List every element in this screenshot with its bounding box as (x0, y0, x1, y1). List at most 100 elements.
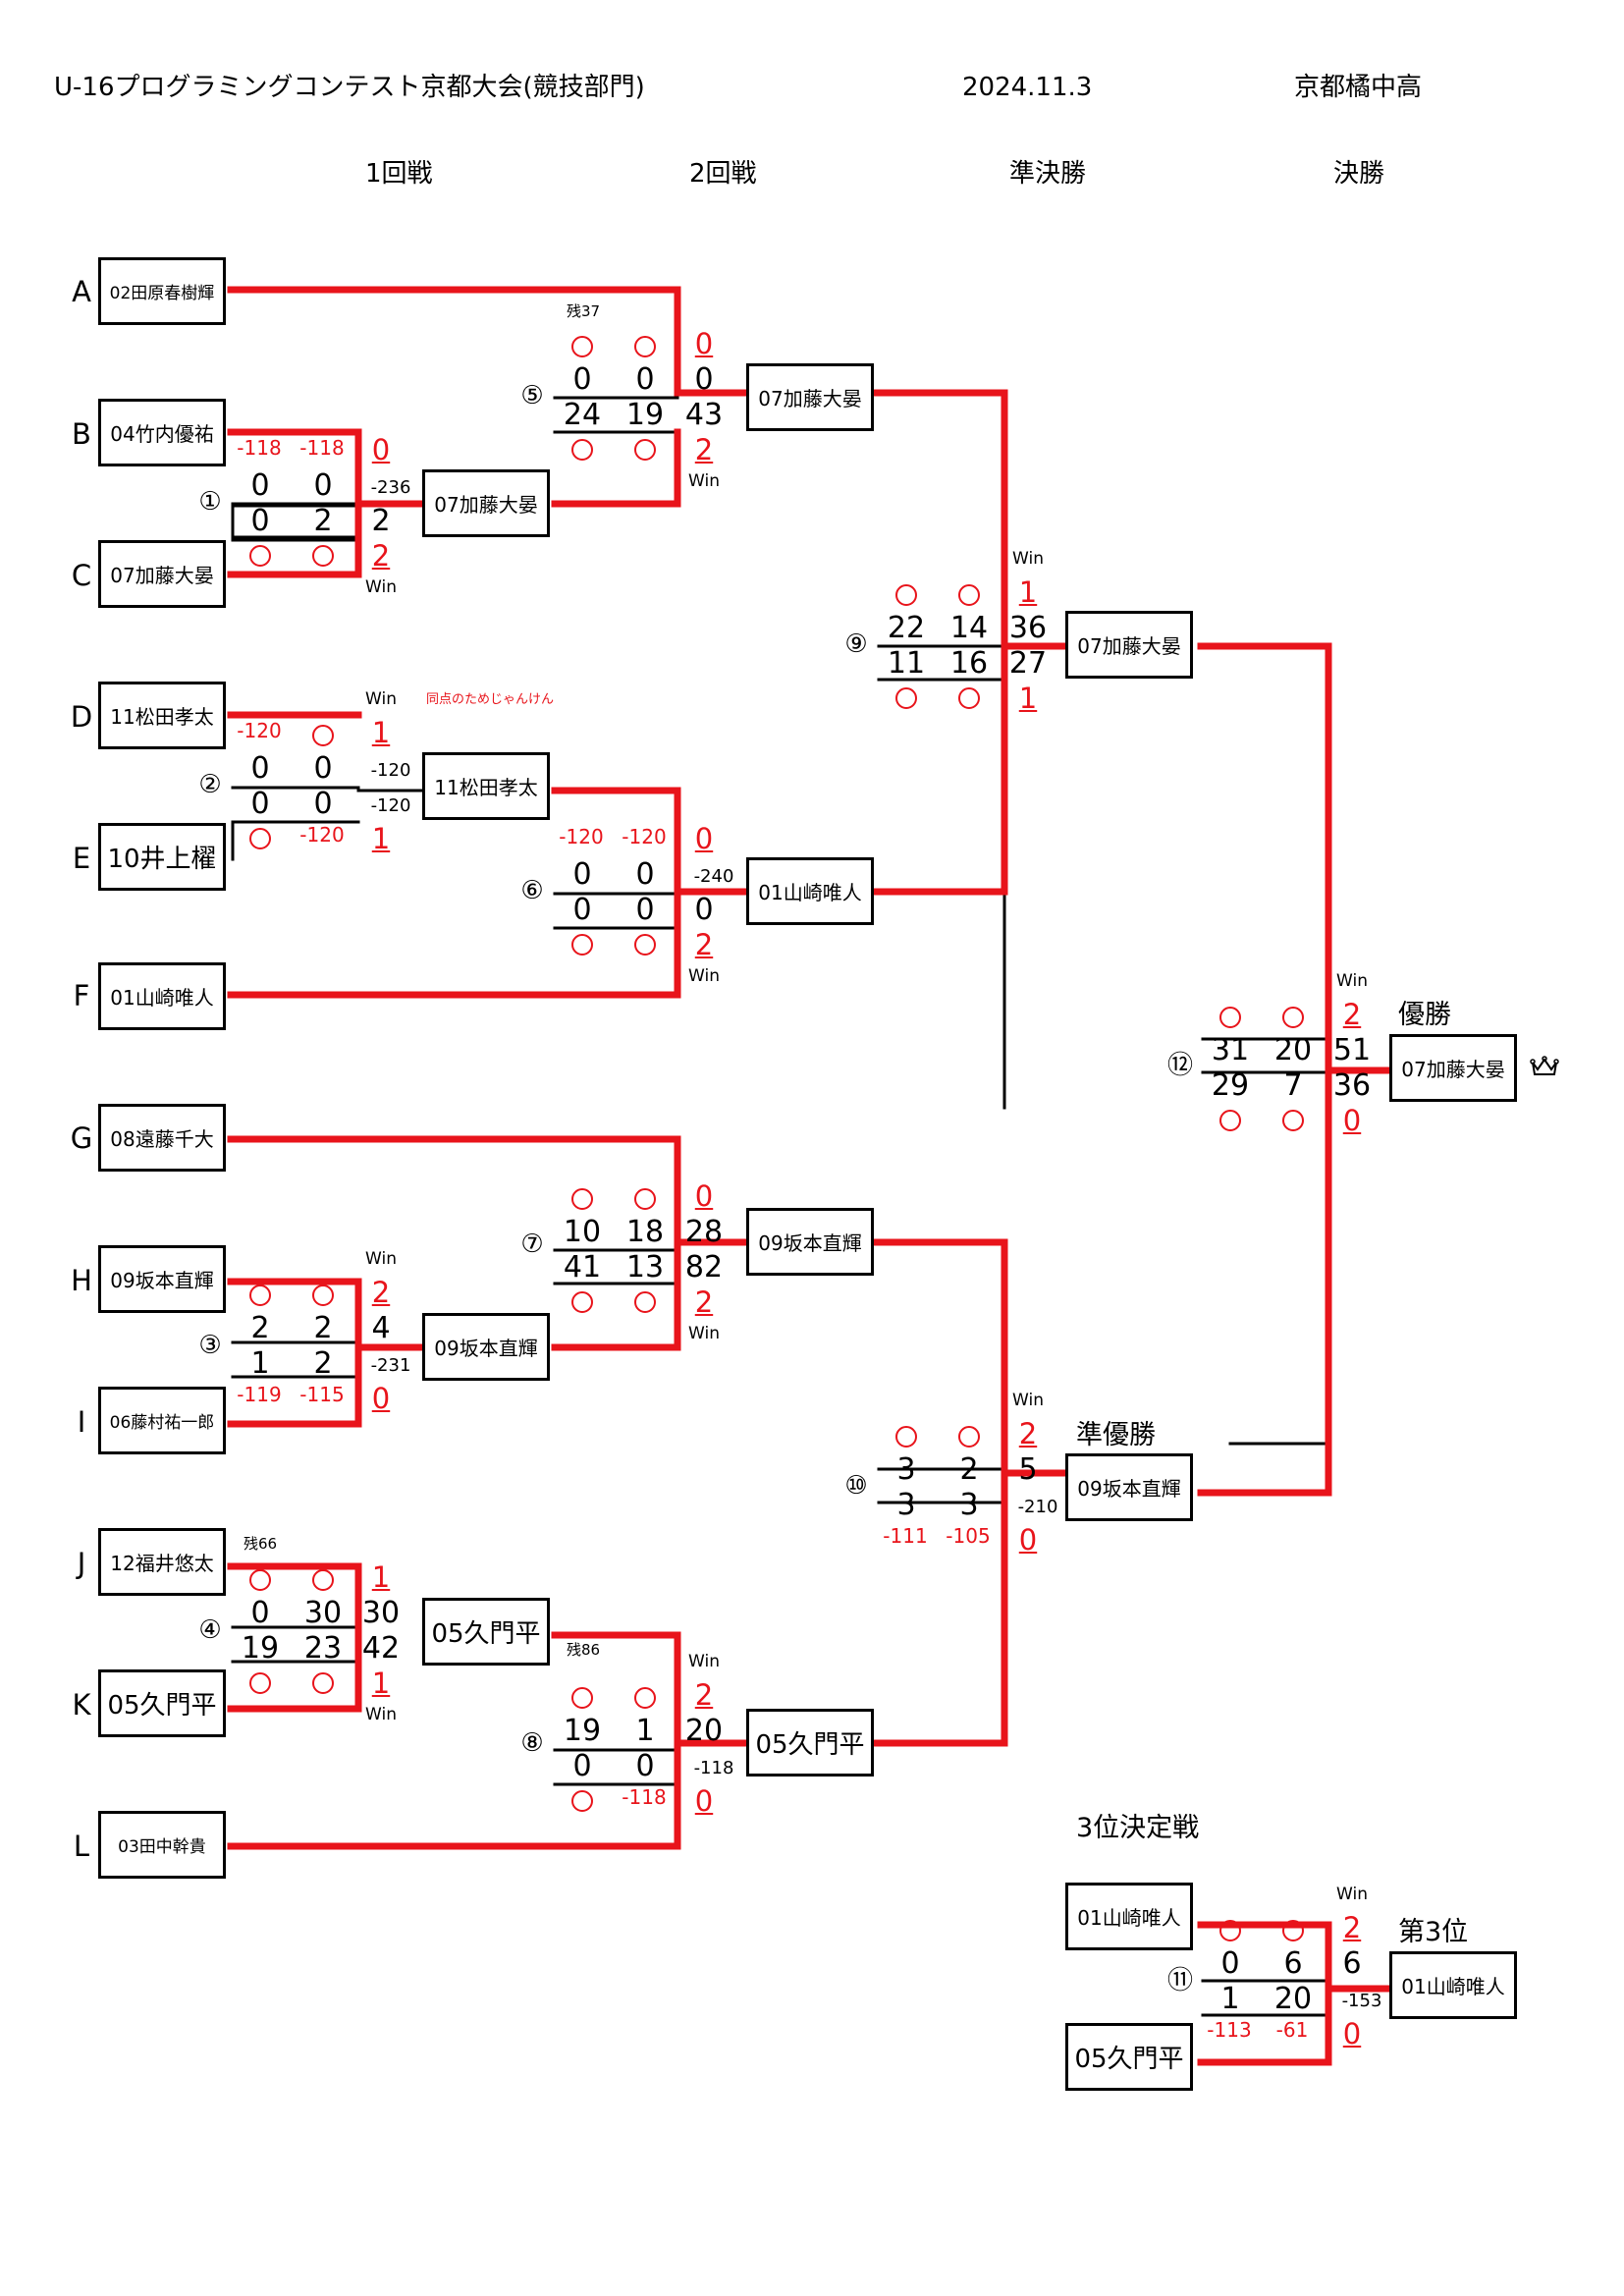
m8-win-label: Win (688, 1652, 720, 1671)
seed-letter-e: E (72, 842, 91, 875)
m4-total-bottom: 42 (361, 1631, 401, 1666)
m5-bottom-score-1: 24 (563, 398, 602, 432)
seed-letter-l: L (73, 1830, 90, 1863)
m10-total-top: 5 (1018, 1452, 1038, 1487)
m9-bottom-circle-1 (895, 687, 917, 709)
m9-win-label: Win (1012, 549, 1044, 569)
m1-win-label: Win (365, 577, 397, 597)
m11-total-bottom: -153 (1341, 1991, 1382, 2011)
m12-top-score-2: 20 (1273, 1033, 1313, 1067)
m7-bottom-circle-2 (634, 1291, 656, 1313)
m2-bottom-circle-1 (249, 828, 271, 849)
remain-note-37: 残37 (567, 302, 601, 320)
event-venue: 京都橘中高 (1294, 73, 1423, 102)
m9-top-score-1: 22 (887, 611, 926, 645)
m8-top-score-2: 1 (635, 1714, 655, 1748)
m7-bottom-score-2: 13 (625, 1250, 665, 1285)
m4-top-score-1: 0 (250, 1596, 270, 1630)
entrant-c: 07加藤大晏 (98, 540, 226, 608)
m1-top-penalty-1: -118 (237, 436, 282, 460)
entrant-k: 05久門平 (98, 1669, 226, 1737)
m5-bottom-circle-1 (571, 439, 593, 461)
m4-bottom-circle-1 (249, 1672, 271, 1694)
m5-bottom-circle-2 (634, 439, 656, 461)
m5-bottom-score-2: 19 (625, 398, 665, 432)
entrant-b: 04竹内優祐 (98, 399, 226, 466)
entrant-h: 09坂本直輝 (98, 1245, 226, 1313)
seed-letter-k: K (72, 1688, 91, 1722)
winner-match-9: 07加藤大晏 (1065, 611, 1193, 679)
m1-bottom-score-1: 0 (250, 504, 270, 538)
m12-bottom-circle-1 (1219, 1110, 1241, 1131)
m9-top-circle-1 (895, 584, 917, 606)
m9-points-top: 1 (1018, 575, 1038, 609)
m12-total-bottom: 36 (1332, 1068, 1372, 1103)
semifinal-label: 準決勝 (1009, 159, 1087, 189)
m8-bottom-penalty: -118 (622, 1785, 667, 1809)
m3-bottom-penalty-2: -115 (299, 1383, 345, 1406)
m12-win-label: Win (1336, 971, 1368, 991)
m6-top-score-2: 0 (635, 857, 655, 892)
m7-points-top: 0 (694, 1179, 714, 1213)
crown-icon (1530, 1056, 1559, 1075)
m11-top-circle-1 (1219, 1920, 1241, 1941)
m10-points-bottom: 0 (1018, 1523, 1038, 1557)
m9-total-top: 36 (1008, 611, 1048, 645)
third-place-match-title: 3位決定戦 (1076, 1813, 1200, 1843)
remain-note-86: 残86 (567, 1641, 601, 1659)
entrant-l: 03田中幹貴 (98, 1811, 226, 1879)
m9-top-score-2: 14 (949, 611, 989, 645)
janken-note: 同点のためじゃんけん (426, 692, 555, 707)
m10-top-circle-2 (958, 1426, 980, 1448)
m1-top-penalty-2: -118 (299, 436, 345, 460)
m3-win-label: Win (365, 1249, 397, 1269)
m5-win-label: Win (688, 471, 720, 491)
m7-bottom-circle-1 (571, 1291, 593, 1313)
remain-note-66: 残66 (244, 1535, 278, 1553)
m12-top-score-1: 31 (1211, 1033, 1250, 1067)
m6-bottom-score-1: 0 (572, 893, 592, 927)
m7-total-top: 28 (684, 1215, 724, 1249)
entrant-g: 08遠藤千大 (98, 1104, 226, 1172)
m8-top-circle-2 (634, 1687, 656, 1709)
m7-win-label: Win (688, 1324, 720, 1343)
m5-points-bottom: 2 (694, 433, 714, 466)
m3-bottom-penalty-1: -119 (237, 1383, 282, 1406)
m4-points-top: 1 (371, 1560, 391, 1594)
m4-bottom-circle-2 (312, 1672, 334, 1694)
m3-top-score-1: 2 (250, 1311, 270, 1345)
seed-letter-i: I (77, 1405, 86, 1439)
entrant-a: 02田原春樹輝 (98, 257, 226, 325)
m5-total-bottom: 43 (684, 398, 724, 432)
seed-letter-f: F (73, 979, 90, 1012)
m2-top-circle-2 (312, 725, 334, 746)
m9-bottom-score-1: 11 (887, 646, 926, 681)
m6-total-bottom: 0 (694, 893, 714, 927)
m8-top-circle-1 (571, 1687, 593, 1709)
m9-total-bottom: 27 (1008, 646, 1048, 681)
m9-bottom-circle-2 (958, 687, 980, 709)
winner-match-10: 09坂本直輝 (1065, 1453, 1193, 1521)
m10-top-score-2: 2 (959, 1452, 979, 1487)
m2-points-top: 1 (371, 716, 391, 749)
m4-top-circle-1 (249, 1569, 271, 1591)
m7-points-bottom: 2 (694, 1285, 714, 1319)
match-mark-8: ⑧ (520, 1728, 544, 1758)
m6-total-top: -240 (693, 866, 734, 887)
winner-match-3: 09坂本直輝 (422, 1313, 550, 1381)
m11-top-score-1: 0 (1220, 1946, 1240, 1981)
m6-top-penalty-1: -120 (559, 825, 604, 848)
m2-bottom-penalty: -120 (299, 823, 345, 847)
seed-letter-h: H (71, 1264, 92, 1297)
m12-points-top: 2 (1342, 998, 1362, 1031)
m1-total-bottom: 2 (371, 504, 391, 538)
m7-top-score-1: 10 (563, 1215, 602, 1249)
m1-top-score-1: 0 (250, 468, 270, 503)
m11-total-top: 6 (1342, 1946, 1362, 1981)
m10-points-top: 2 (1018, 1417, 1038, 1450)
m9-points-bottom: 1 (1018, 682, 1038, 715)
m10-top-score-1: 3 (896, 1452, 916, 1487)
m5-points-top: 0 (694, 327, 714, 360)
